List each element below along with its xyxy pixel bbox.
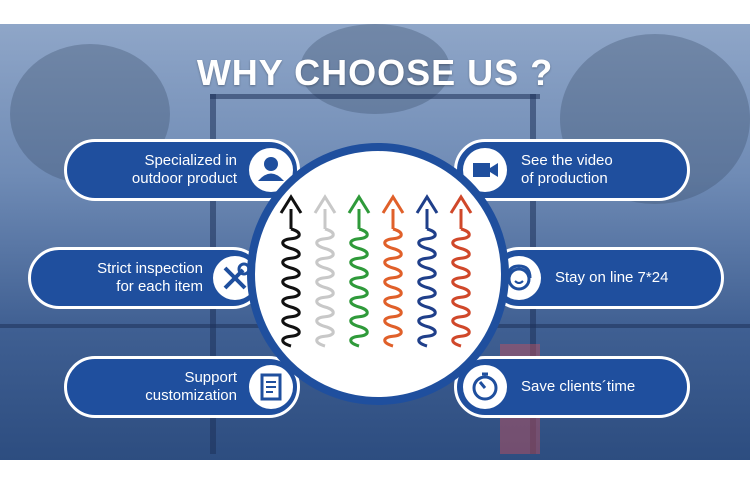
anchor-handle: [381, 194, 405, 214]
ground-anchor-icon: [279, 194, 473, 348]
anchor-spiral: [417, 227, 437, 348]
anchor-spiral: [451, 227, 471, 348]
feature-customization: Support customization: [64, 356, 300, 418]
page-title: WHY CHOOSE US ?: [196, 52, 554, 93]
stopwatch-icon: [463, 365, 507, 409]
feature-video-line2: of production: [521, 170, 608, 187]
anchor-handle: [415, 194, 439, 214]
anchor-handle: [279, 194, 303, 214]
anchor-handle: [449, 194, 473, 214]
anchor-spiral: [383, 227, 403, 348]
anchor-spiral: [315, 227, 335, 348]
document-icon: [249, 365, 293, 409]
feature-time-line1: Save clients´time: [521, 378, 636, 395]
feature-specialized-line2: outdoor product: [131, 170, 237, 187]
feature-inspection-line1: Strict inspection: [97, 260, 203, 277]
feature-customization-line1: Support: [184, 369, 237, 386]
feature-specialized: Specialized in outdoor product: [64, 139, 300, 201]
feature-time: Save clients´time: [454, 356, 690, 418]
feature-inspection-line2: for each item: [116, 278, 203, 295]
anchor-handle: [347, 194, 371, 214]
feature-online-line1: Stay on line 7*24: [555, 269, 669, 286]
feature-customization-line2: customization: [145, 387, 237, 404]
feature-online: Stay on line 7*24: [488, 247, 724, 309]
product-circle: [247, 143, 509, 405]
feature-inspection: Strict inspection for each item: [28, 247, 264, 309]
anchor-spiral: [281, 227, 301, 348]
feature-video-line1: See the video: [521, 152, 613, 169]
anchor-handle: [313, 194, 337, 214]
anchor-spiral: [349, 227, 369, 348]
feature-video: See the video of production: [454, 139, 690, 201]
feature-specialized-line1: Specialized in: [144, 152, 237, 169]
